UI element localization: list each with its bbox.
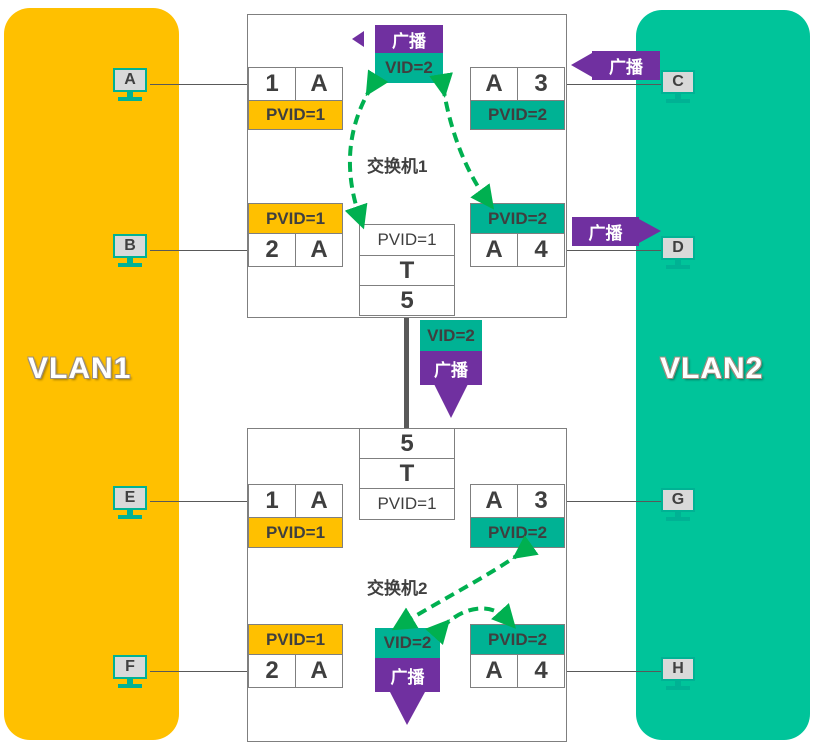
host-b[interactable]: B	[112, 234, 150, 270]
broadcast-to-d-label: 广播	[572, 217, 639, 246]
vlan1-label: VLAN1	[28, 352, 132, 385]
switch1-port2-mode: A	[295, 233, 343, 267]
switch2-port2-number: 2	[248, 654, 296, 688]
wire-h	[564, 671, 662, 672]
broadcast-from-c-label: 广播	[592, 51, 660, 80]
arrow-down-switch2	[390, 692, 425, 725]
switch1-port2-pvid: PVID=1	[248, 203, 343, 234]
wire-e	[150, 501, 248, 502]
host-g[interactable]: G	[660, 488, 698, 524]
wire-c	[564, 84, 662, 85]
switch2-broadcast-label: 广播	[375, 658, 440, 692]
switch2-port1-mode: A	[295, 484, 343, 518]
computer-icon: H	[661, 657, 695, 681]
computer-icon: A	[113, 68, 147, 92]
wire-g	[564, 501, 662, 502]
wire-d	[564, 250, 662, 251]
vlan1-region	[4, 8, 179, 740]
switch1-port4-mode: A	[470, 233, 518, 267]
switch1-port4-number: 4	[517, 233, 565, 267]
switch2-port5-pvid: PVID=1	[359, 488, 455, 520]
host-h[interactable]: H	[660, 657, 698, 693]
host-e[interactable]: E	[112, 486, 150, 522]
computer-icon: E	[113, 486, 147, 510]
trunk-link	[404, 315, 409, 429]
switch2-port4-mode: A	[470, 654, 518, 688]
arrow-s1-vid-to-port4	[429, 72, 495, 210]
arrow-left-switch1-broadcast	[352, 31, 364, 47]
switch1-port1-pvid: PVID=1	[248, 100, 343, 130]
switch1-broadcast-label: 广播	[375, 25, 443, 53]
host-d[interactable]: D	[660, 236, 698, 272]
computer-icon: C	[661, 70, 695, 94]
arrow-right-to-d	[639, 219, 661, 243]
switch2-port5-mode: T	[359, 458, 455, 489]
trunk-broadcast-label: 广播	[420, 351, 482, 385]
switch2-port2-mode: A	[295, 654, 343, 688]
switch1-port1-mode: A	[295, 67, 343, 101]
switch2-port4-number: 4	[517, 654, 565, 688]
wire-a	[150, 84, 248, 85]
switch1-port5-number: 5	[359, 285, 455, 316]
vlan2-region	[636, 10, 810, 740]
switch1-port3-number: 3	[517, 67, 565, 101]
wire-f	[150, 671, 248, 672]
computer-icon: G	[661, 488, 695, 512]
arrow-s2-vid-to-port4	[425, 603, 517, 645]
host-a[interactable]: A	[112, 68, 150, 104]
switch2-port1-pvid: PVID=1	[248, 517, 343, 548]
arrow-left-from-c	[571, 53, 592, 77]
switch2-port5-number: 5	[359, 428, 455, 459]
trunk-vid-tag: VID=2	[420, 320, 482, 351]
vlan2-label: VLAN2	[660, 352, 764, 385]
switch1-port2-number: 2	[248, 233, 296, 267]
computer-icon: F	[113, 655, 147, 679]
switch2-port2-pvid: PVID=1	[248, 624, 343, 655]
wire-b	[150, 250, 248, 251]
arrow-down-trunk	[434, 384, 468, 418]
computer-icon: D	[661, 236, 695, 260]
host-c[interactable]: C	[660, 70, 698, 106]
arrow-s1-vid-to-port5	[344, 69, 389, 230]
host-f[interactable]: F	[112, 655, 150, 691]
switch1-port5-pvid: PVID=1	[359, 224, 455, 256]
computer-icon: B	[113, 234, 147, 258]
